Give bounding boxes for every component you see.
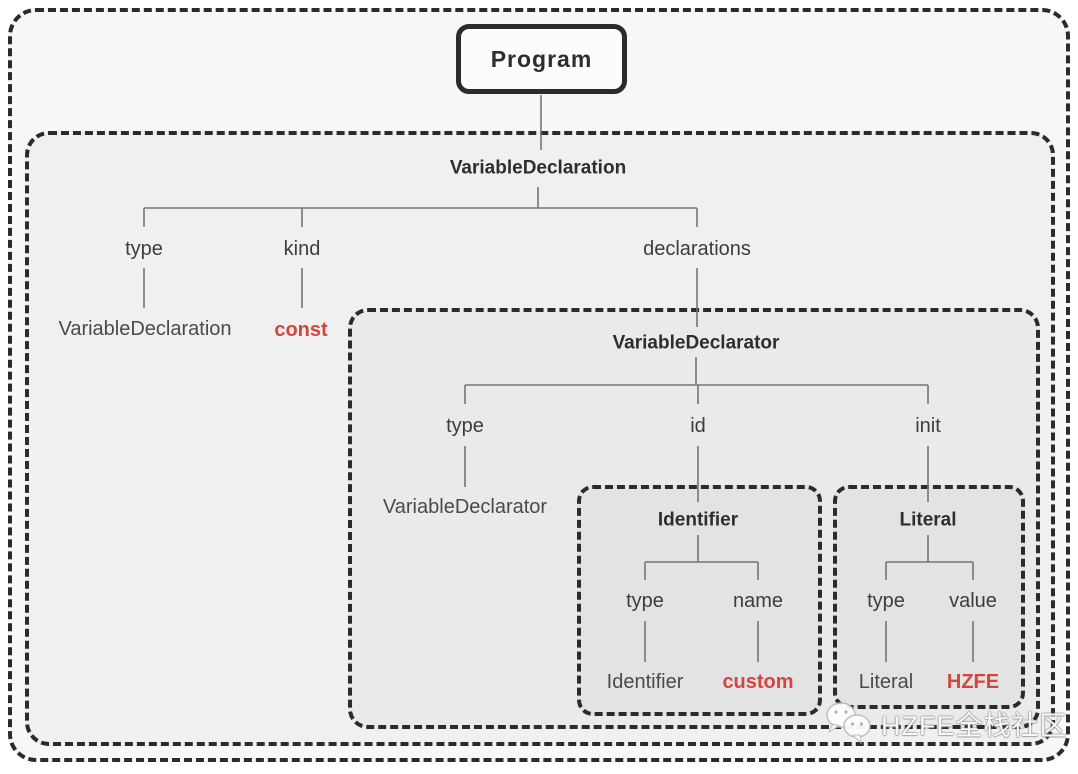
identifier-group-box: [577, 485, 822, 716]
identifier-type-value: Identifier: [606, 671, 684, 693]
variable-declaration-title: VariableDeclaration: [449, 157, 627, 179]
identifier-name-label: name: [732, 590, 784, 612]
literal-value-label: value: [949, 590, 997, 612]
literal-type-value: Literal: [858, 671, 914, 693]
vdr-id-label: id: [690, 415, 706, 437]
vdr-type-label: type: [446, 415, 484, 437]
vd-kind-label: kind: [283, 238, 321, 260]
program-label: Program: [490, 45, 593, 72]
program-node: Program: [456, 24, 627, 94]
vd-type-value: VariableDeclaration: [58, 318, 232, 340]
identifier-name-value: custom: [722, 671, 794, 693]
literal-value-value: HZFE: [946, 671, 1000, 693]
literal-title: Literal: [899, 509, 957, 531]
identifier-title: Identifier: [657, 509, 739, 531]
vdr-init-label: init: [915, 415, 941, 437]
watermark-text: HZFE全栈社区: [881, 710, 1068, 741]
wechat-icon: [826, 702, 871, 745]
vdr-type-value: VariableDeclarator: [382, 496, 548, 518]
watermark: HZFE全栈社区: [824, 700, 1068, 746]
literal-type-label: type: [867, 590, 905, 612]
vd-kind-value: const: [274, 319, 328, 341]
literal-group-box: [833, 485, 1025, 709]
vd-type-label: type: [125, 238, 163, 260]
variable-declarator-title: VariableDeclarator: [612, 332, 780, 354]
vd-declarations-label: declarations: [643, 238, 751, 260]
identifier-type-label: type: [626, 590, 664, 612]
